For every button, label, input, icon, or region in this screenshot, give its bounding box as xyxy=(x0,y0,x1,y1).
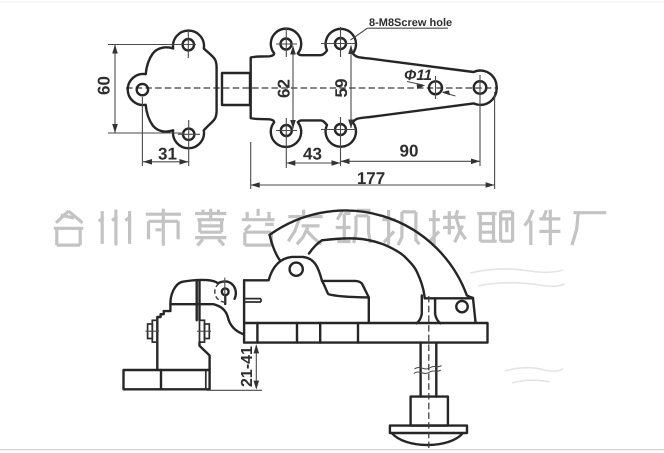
svg-text:59: 59 xyxy=(332,79,351,98)
svg-text:177: 177 xyxy=(357,169,385,188)
svg-text:60: 60 xyxy=(95,76,114,95)
svg-text:90: 90 xyxy=(400,142,419,161)
svg-text:8-M8Screw hole: 8-M8Screw hole xyxy=(369,17,452,29)
svg-text:43: 43 xyxy=(303,145,322,164)
svg-text:62: 62 xyxy=(275,79,294,98)
svg-text:31: 31 xyxy=(158,145,177,164)
svg-text:21-41: 21-41 xyxy=(239,346,256,387)
svg-text:Φ11: Φ11 xyxy=(404,67,432,84)
